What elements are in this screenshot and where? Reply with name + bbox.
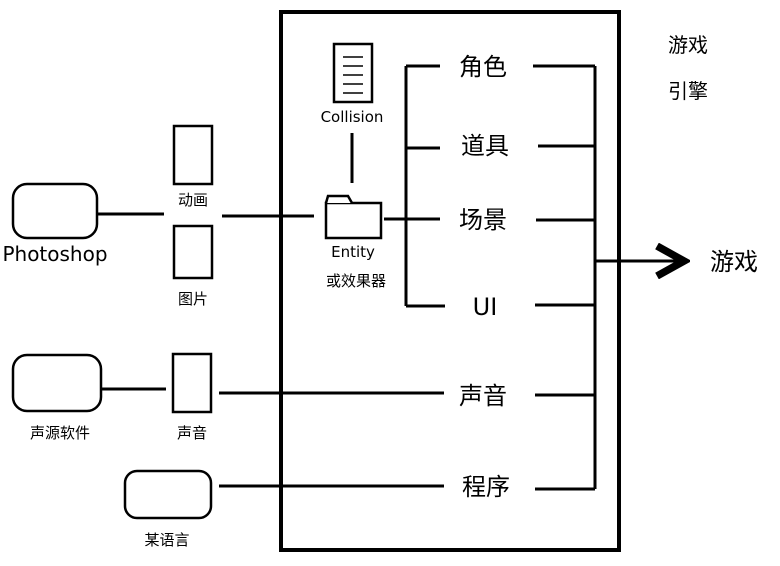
- sound-asset-box: [171, 352, 213, 414]
- entity-label: Entity: [331, 243, 375, 261]
- language-box: [123, 469, 213, 520]
- animation-label: 动画: [178, 191, 208, 209]
- image-asset-box: [172, 224, 214, 280]
- animation-asset-box: [172, 124, 214, 186]
- collision-document-icon: [332, 42, 374, 104]
- component-sound-label: 声音: [459, 382, 507, 410]
- component-character-label: 角色: [459, 53, 507, 81]
- output-label: 游戏: [710, 248, 758, 276]
- collision-label: Collision: [321, 108, 384, 126]
- entity-folder-icon: [324, 201, 383, 240]
- entity-folder-tab: [324, 194, 354, 204]
- image-label: 图片: [178, 290, 208, 308]
- entity-sub-label: 或效果器: [326, 272, 386, 290]
- audio-software-label: 声源软件: [30, 424, 90, 442]
- engine-label-line2: 引擎: [668, 79, 708, 103]
- sound-asset-label: 声音: [177, 424, 207, 442]
- component-prop-label: 道具: [461, 132, 509, 160]
- photoshop-box: [11, 182, 99, 240]
- engine-frame: [279, 10, 621, 552]
- engine-label-line1: 游戏: [668, 33, 708, 57]
- component-ui-label: UI: [473, 293, 498, 321]
- photoshop-label: Photoshop: [2, 242, 107, 266]
- component-program-label: 程序: [462, 473, 510, 501]
- language-label: 某语言: [144, 531, 189, 549]
- component-scene-label: 场景: [459, 206, 507, 234]
- audio-software-box: [11, 353, 103, 413]
